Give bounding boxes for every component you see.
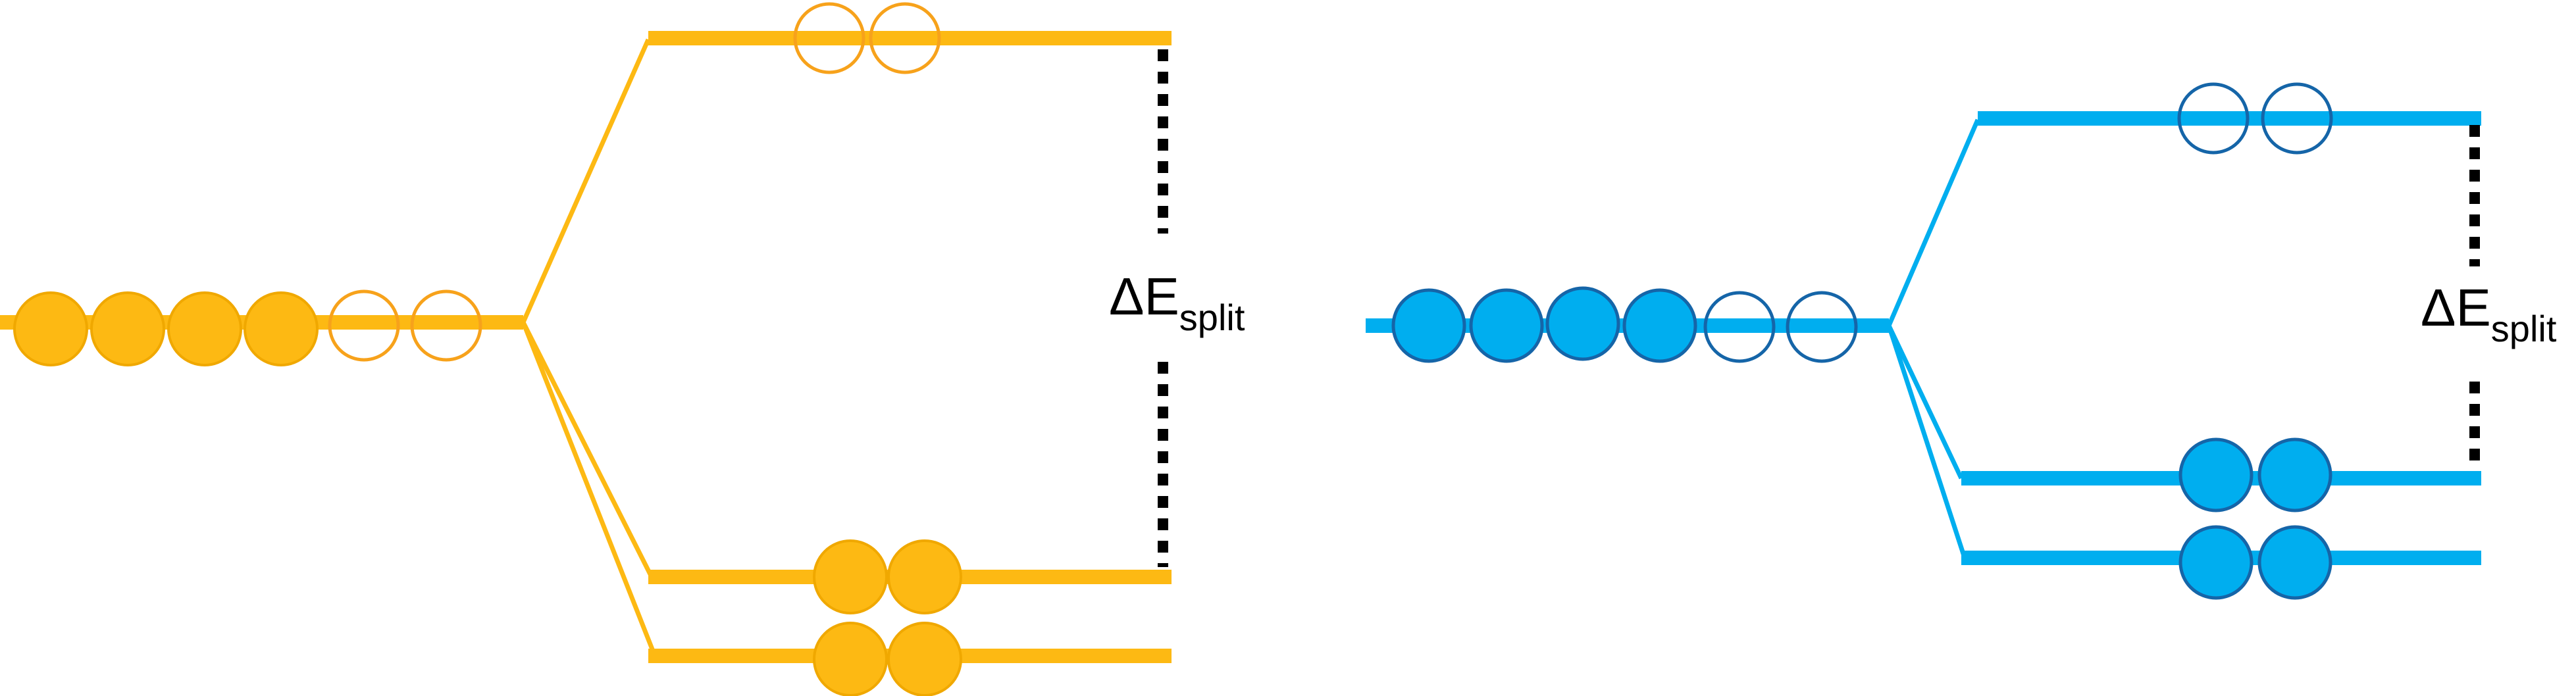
- orange-splitting-diagram: ΔEsplit: [0, 2, 1245, 696]
- orange-electron-filled: [90, 291, 165, 366]
- orange-delta-e-split-label: ΔEsplit: [1109, 267, 1245, 338]
- blue-electron-filled: [1545, 286, 1620, 361]
- blue-label-sub: split: [2491, 308, 2557, 349]
- orange-electron-filled: [13, 291, 88, 366]
- blue-branch-upper: [1886, 118, 1980, 327]
- orange-electron-filled: [167, 291, 242, 366]
- blue-branch-lower: [1886, 324, 1967, 559]
- blue-electron-empty: [1703, 291, 1776, 363]
- orange-electron-filled: [813, 539, 888, 614]
- blue-electron-filled: [2257, 525, 2332, 600]
- blue-delta-e-split-label: ΔEsplit: [2421, 278, 2557, 349]
- orange-electron-empty: [328, 289, 400, 362]
- blue-electron-filled: [2178, 525, 2254, 600]
- blue-electron-filled: [1391, 288, 1466, 363]
- orange-branch-lower: [521, 321, 657, 657]
- orange-electron-filled: [244, 291, 319, 366]
- orange-electron-empty: [869, 2, 941, 74]
- blue-branch-middle: [1886, 324, 1964, 480]
- blue-label-main: ΔE: [2421, 278, 2491, 337]
- orange-electron-filled: [887, 622, 962, 696]
- blue-electron-empty: [1786, 291, 1858, 363]
- blue-electron-filled: [2257, 437, 2332, 512]
- orange-label-main: ΔE: [1109, 267, 1179, 326]
- orange-branch-middle: [521, 321, 654, 578]
- blue-splitting-diagram: ΔEsplit: [1366, 82, 2557, 600]
- blue-electron-empty: [2177, 82, 2250, 155]
- orange-electron-filled: [813, 622, 888, 696]
- blue-electron-empty: [2261, 82, 2333, 155]
- blue-electron-filled: [2178, 437, 2254, 512]
- orange-branch-upper: [521, 38, 651, 324]
- orange-electron-empty: [410, 289, 482, 362]
- blue-electron-filled: [1469, 288, 1544, 363]
- blue-electron-filled: [1622, 288, 1697, 363]
- orange-electron-filled: [887, 539, 962, 614]
- orange-electron-empty: [793, 2, 865, 74]
- orange-label-sub: split: [1179, 297, 1245, 338]
